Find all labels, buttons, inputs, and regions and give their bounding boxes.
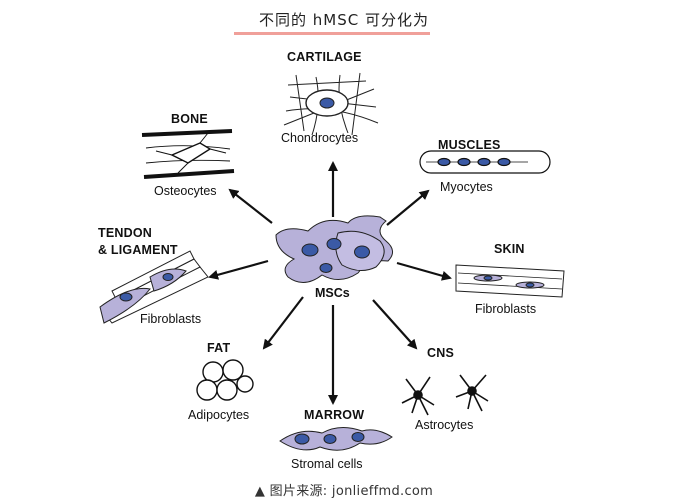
chondrocytes-label: Chondrocytes — [281, 131, 359, 145]
cns-label: CNS — [427, 346, 454, 360]
arrow-skin — [396, 261, 452, 281]
arrow-muscles — [386, 189, 430, 226]
adipocyte-illustration — [196, 359, 254, 401]
arrow-fat — [262, 296, 304, 350]
msc-cells-illustration — [275, 215, 393, 283]
astrocyte-illustration — [401, 374, 489, 416]
adipocytes-label: Adipocytes — [188, 408, 250, 422]
arrow-tendon — [208, 259, 269, 280]
stromal-cells-label: Stromal cells — [291, 457, 363, 471]
astrocytes-label: Astrocytes — [415, 418, 474, 432]
differentiation-diagram: MSCs CARTILAGE Chondrocytes BONE Osteocy… — [90, 45, 590, 481]
skin-label: SKIN — [494, 242, 525, 256]
cartilage-label: CARTILAGE — [287, 50, 362, 64]
marrow-label: MARROW — [304, 408, 365, 422]
bone-label: BONE — [171, 112, 208, 126]
image-source-caption: ▲ 图片来源: jonlieffmd.com — [254, 484, 434, 499]
title-area: 不同的 hMSC 可分化为 — [0, 0, 688, 35]
arrow-bone — [228, 188, 273, 224]
osteocytes-label: Osteocytes — [154, 184, 217, 198]
chondrocyte-illustration — [283, 72, 379, 136]
tendon-ligament-label: TENDON & LIGAMENT — [98, 226, 178, 257]
page-title: 不同的 hMSC 可分化为 — [259, 11, 429, 29]
stromal-cell-illustration — [279, 427, 393, 451]
skin-fibroblast-illustration — [455, 264, 565, 298]
arrows — [208, 161, 452, 405]
tendon-fibroblasts-label: Fibroblasts — [140, 312, 202, 326]
myocytes-label: Myocytes — [440, 180, 493, 194]
osteocyte-illustration — [141, 129, 235, 179]
tendon-fibroblast-illustration — [99, 250, 209, 324]
myocyte-illustration — [419, 150, 551, 174]
msc-center-label: MSCs — [315, 286, 350, 300]
skin-fibroblasts-label: Fibroblasts — [475, 302, 537, 316]
arrow-cns — [372, 299, 418, 350]
title-underline — [234, 32, 430, 35]
fat-label: FAT — [207, 341, 231, 355]
muscles-label: MUSCLES — [438, 138, 501, 152]
diagram-artwork — [99, 72, 565, 451]
